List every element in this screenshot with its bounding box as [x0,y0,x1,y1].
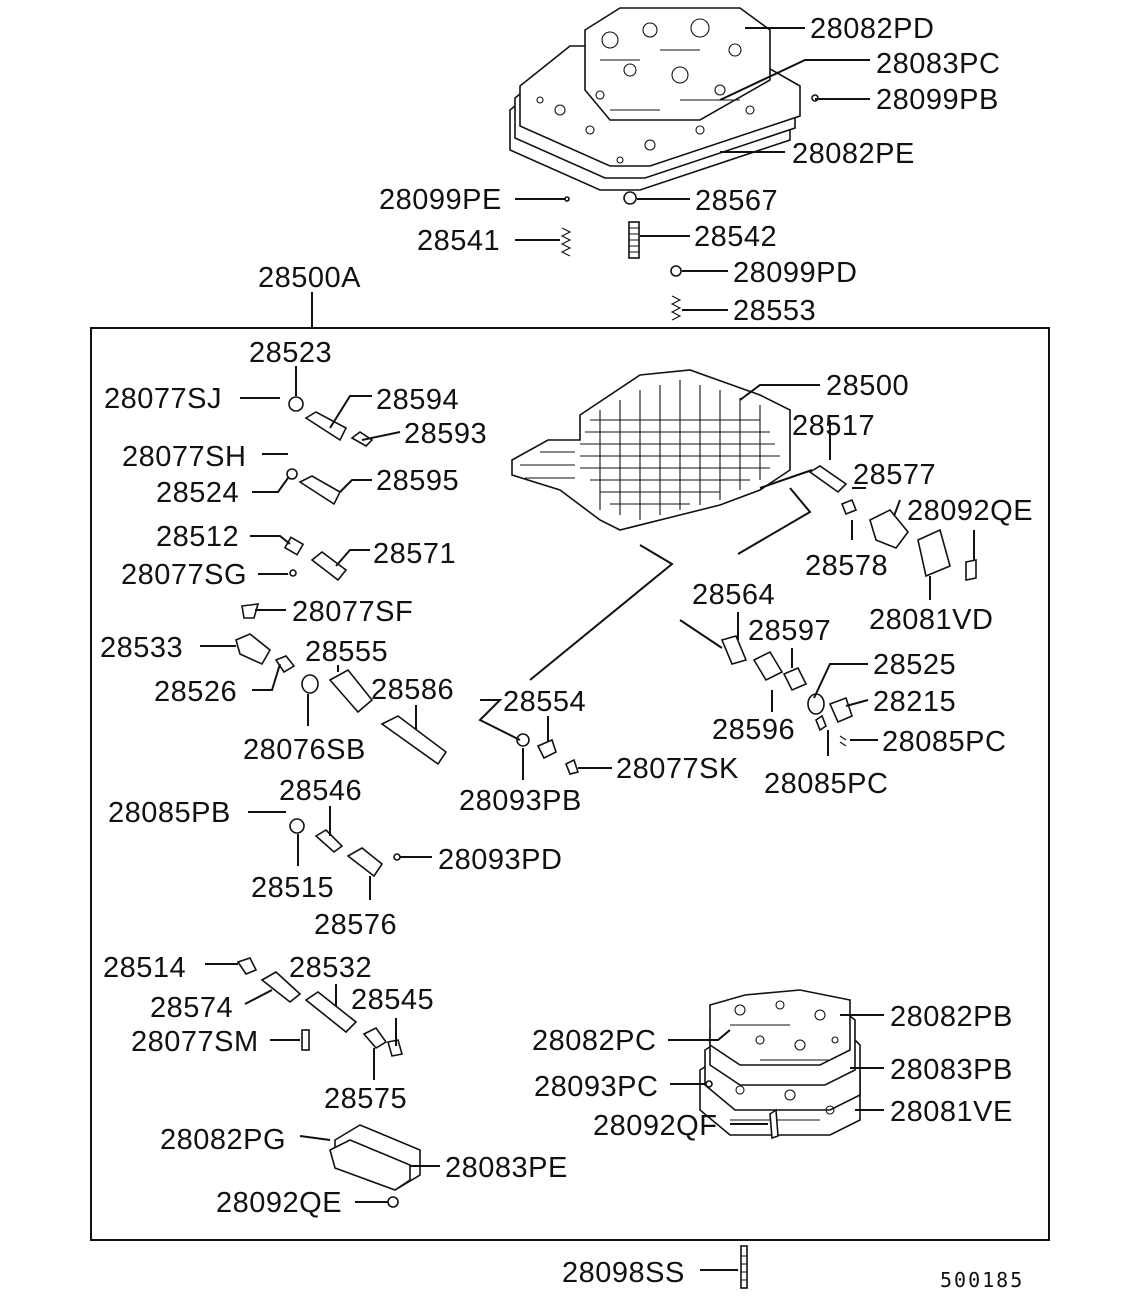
label-28093PB: 28093PB [459,785,582,817]
label-28082PG: 28082PG [160,1124,286,1156]
label-28571: 28571 [373,538,456,570]
label-28542: 28542 [694,221,777,253]
label-28596: 28596 [712,714,795,746]
label-28092QE-top: 28092QE [907,495,1033,527]
label-28514: 28514 [103,952,186,984]
leader-lines [200,27,975,1271]
label-28593: 28593 [404,418,487,450]
label-28215: 28215 [873,686,956,718]
label-28594: 28594 [376,384,459,416]
label-28082PC: 28082PC [532,1025,656,1057]
label-28555: 28555 [305,636,388,668]
label-28093PC: 28093PC [534,1071,658,1103]
label-28083PB: 28083PB [890,1054,1013,1086]
label-28553: 28553 [733,295,816,327]
small-parts [235,94,977,1289]
label-28575: 28575 [324,1083,407,1115]
label-28578: 28578 [805,550,888,582]
assembly-label: 28500A [258,262,361,294]
label-28082PB: 28082PB [890,1001,1013,1033]
label-28546: 28546 [279,775,362,807]
label-28077SJ: 28077SJ [104,383,222,415]
label-28099PE: 28099PE [379,184,502,216]
label-28083PE: 28083PE [445,1152,568,1184]
label-28081VD: 28081VD [869,604,993,636]
label-28081VE: 28081VE [890,1096,1013,1128]
label-28554: 28554 [503,686,586,718]
label-28085PC-b: 28085PC [764,768,888,800]
label-28586: 28586 [371,674,454,706]
label-28517: 28517 [792,410,875,442]
label-28526: 28526 [154,676,237,708]
label-28523: 28523 [249,337,332,369]
label-28500: 28500 [826,370,909,402]
label-28092QE-bottom: 28092QE [216,1187,342,1219]
label-28098SS: 28098SS [562,1257,685,1289]
label-28083PC: 28083PC [876,48,1000,80]
label-28512: 28512 [156,521,239,553]
label-28077SK: 28077SK [616,753,739,785]
cover-plate [329,1124,421,1191]
part-labels: 28082PD 28083PC 28099PB 28082PE 28099PE … [100,13,1033,1292]
label-28077SH: 28077SH [122,441,246,473]
label-28099PB: 28099PB [876,84,999,116]
label-28545: 28545 [351,984,434,1016]
label-28564: 28564 [692,579,775,611]
label-28597: 28597 [748,615,831,647]
valve-body-assembly-frame [90,327,1050,1241]
label-28595: 28595 [376,465,459,497]
label-28092QF: 28092QF [593,1110,717,1142]
label-28533: 28533 [100,632,183,664]
label-28524: 28524 [156,477,239,509]
main-valve-body [511,369,791,531]
label-28085PC-a: 28085PC [882,726,1006,758]
label-28577: 28577 [853,459,936,491]
label-28077SG: 28077SG [121,559,247,591]
label-28525: 28525 [873,649,956,681]
label-28515: 28515 [251,872,334,904]
label-28093PD: 28093PD [438,844,562,876]
figure-code: 500185 [940,1268,1024,1292]
label-28532: 28532 [289,952,372,984]
label-28077SF: 28077SF [292,596,413,628]
label-28077SM: 28077SM [131,1026,259,1058]
label-28076SB: 28076SB [243,734,366,766]
label-28099PD: 28099PD [733,257,857,289]
label-28576: 28576 [314,909,397,941]
upper-separator-plate-stack [509,7,801,191]
lower-separator-plate-stack [699,989,861,1136]
label-28082PE: 28082PE [792,138,915,170]
label-28574: 28574 [150,992,233,1024]
label-28567: 28567 [695,185,778,217]
label-28082PD: 28082PD [810,13,934,45]
label-28085PB: 28085PB [108,797,231,829]
label-28541: 28541 [417,225,500,257]
